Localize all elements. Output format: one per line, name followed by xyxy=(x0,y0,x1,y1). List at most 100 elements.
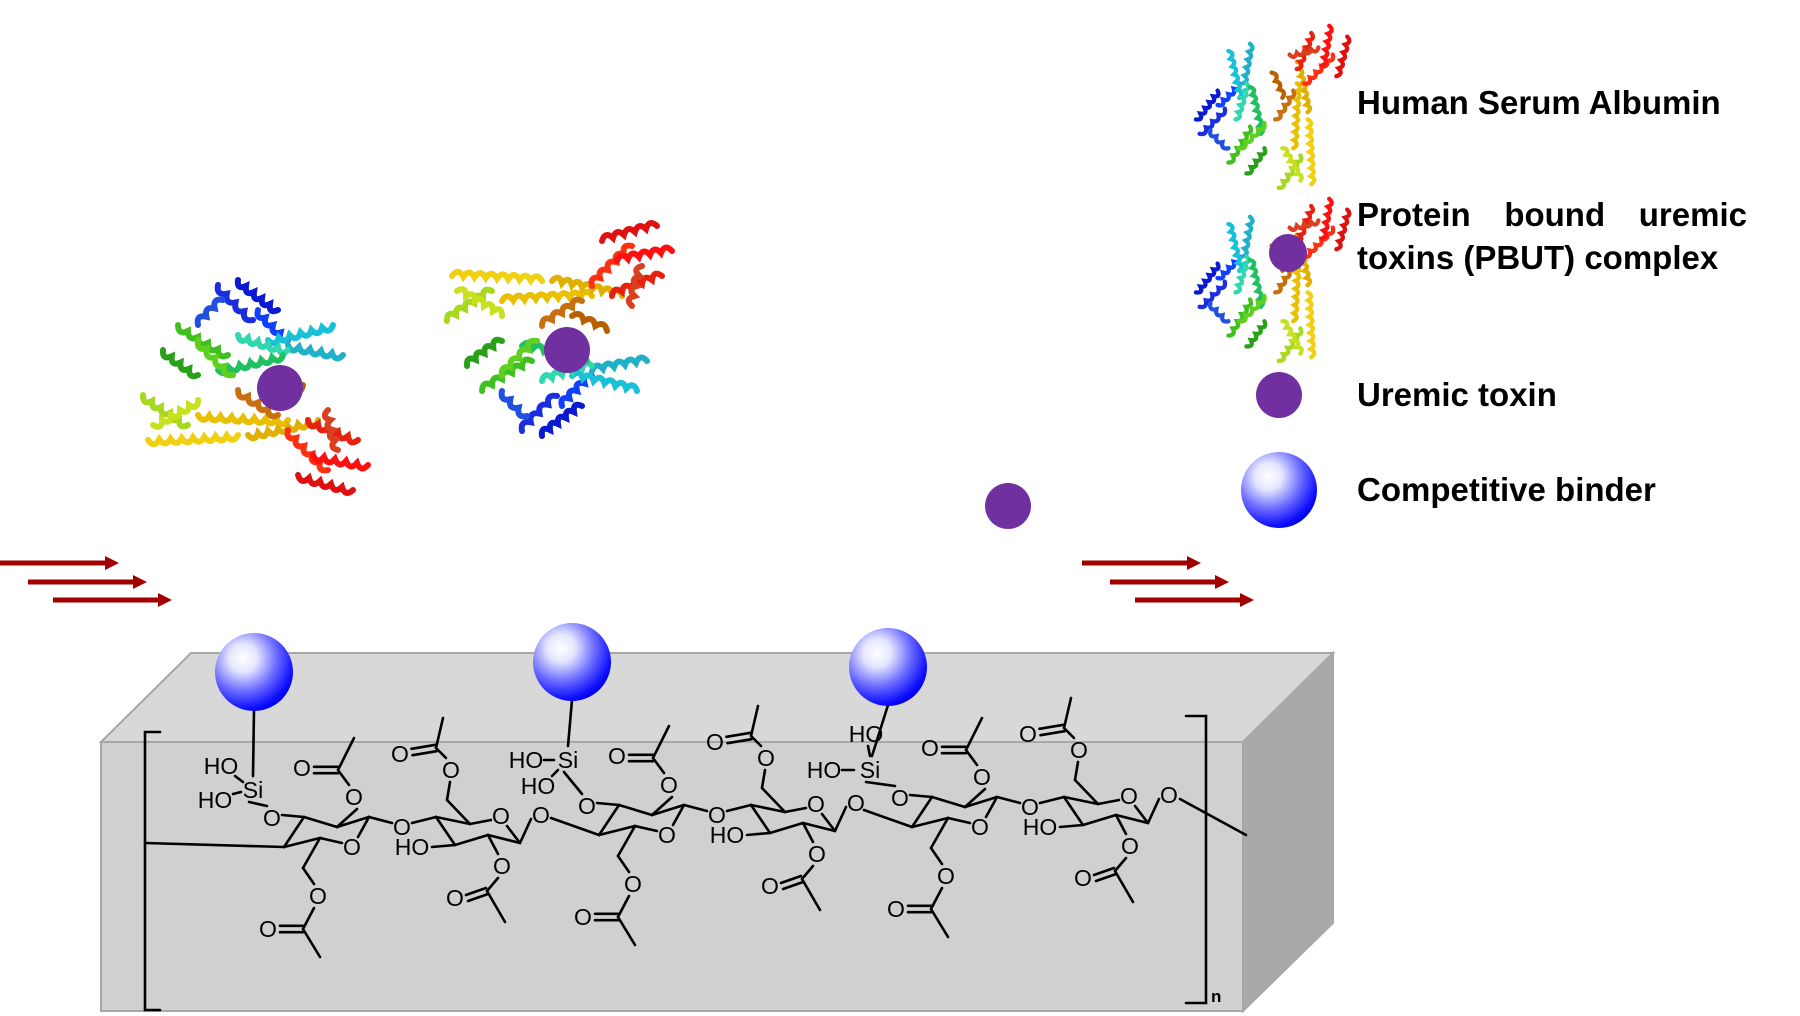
bond xyxy=(800,864,815,881)
ring-oxygen: O xyxy=(807,791,825,817)
bond xyxy=(910,795,934,829)
protein-helix-11 xyxy=(498,337,540,379)
bond xyxy=(929,886,944,911)
double-bond xyxy=(725,731,752,739)
bond xyxy=(562,770,584,796)
flow-arrow-left-3 xyxy=(53,593,172,607)
bond xyxy=(505,824,522,845)
ring-oxygen: O xyxy=(343,834,361,860)
bond xyxy=(430,843,457,849)
bond xyxy=(833,805,848,833)
ester-oxygen: O xyxy=(973,764,991,790)
protein-helix-1 xyxy=(1197,106,1228,137)
double-bond xyxy=(464,886,488,897)
hydroxyl-label: HO xyxy=(395,834,430,860)
carbonyl-oxygen: O xyxy=(446,885,464,911)
hydroxyl-label: HO xyxy=(807,757,842,783)
protein-helix-12 xyxy=(139,392,191,430)
protein-helix-5 xyxy=(265,321,336,347)
binder-linker xyxy=(566,698,574,748)
bond xyxy=(616,854,631,874)
hydroxyl-label: HO xyxy=(1023,814,1058,840)
carbonyl-oxygen: O xyxy=(706,729,724,755)
legend-label-uremic-toxin: Uremic toxin xyxy=(1357,376,1557,413)
bond xyxy=(445,798,472,826)
bond xyxy=(410,815,438,825)
bond xyxy=(301,866,316,886)
protein-helix-10 xyxy=(1247,84,1266,136)
ester-oxygen: O xyxy=(442,757,460,783)
bond xyxy=(301,927,322,959)
protein-helix-21 xyxy=(1319,23,1334,68)
protein-helix-2 xyxy=(1193,88,1221,122)
bond xyxy=(434,716,445,750)
bond xyxy=(910,816,950,829)
bond xyxy=(749,803,787,814)
bond xyxy=(595,801,621,807)
protein-helix-1 xyxy=(1197,279,1228,310)
bond xyxy=(434,815,457,847)
bond xyxy=(282,815,306,849)
carbonyl-oxygen: O xyxy=(293,755,311,781)
double-bond xyxy=(1092,866,1116,877)
competitive-binders xyxy=(215,623,927,711)
protein-helix-3 xyxy=(558,372,595,409)
bond xyxy=(801,821,815,844)
pbut-bound-toxin-1 xyxy=(257,365,303,411)
bond xyxy=(783,806,808,814)
bond xyxy=(486,833,522,845)
ester-oxygen: O xyxy=(937,863,955,889)
bond xyxy=(946,816,972,825)
protein-helix-14 xyxy=(1303,290,1317,360)
glycosidic-oxygen: O xyxy=(393,814,411,840)
double-bond xyxy=(466,892,490,903)
protein-helix-1 xyxy=(214,282,256,324)
protein-helix-5 xyxy=(1226,221,1244,273)
protein-helix-2 xyxy=(538,401,585,439)
legend-pbut-toxin-icon xyxy=(1269,234,1307,272)
legend-label-hsa: Human Serum Albumin xyxy=(1357,84,1721,121)
protein-helix-1 xyxy=(518,392,560,434)
bond xyxy=(760,768,767,790)
bond xyxy=(1096,798,1121,806)
hydroxyl-label: HO xyxy=(521,773,556,799)
bond xyxy=(963,787,987,809)
protein-helix-7 xyxy=(1233,81,1251,122)
bond xyxy=(367,815,394,825)
bond xyxy=(929,816,950,850)
ester-oxygen: O xyxy=(808,841,826,867)
bond xyxy=(801,821,837,833)
bond xyxy=(929,846,944,866)
legend-label-pbut-line1: Protein bound uremic xyxy=(1357,196,1747,233)
protein-helix-7 xyxy=(235,332,291,356)
chain-terminal-bond xyxy=(1178,797,1248,837)
bond xyxy=(651,724,671,760)
carbonyl-oxygen: O xyxy=(608,743,626,769)
carbonyl-oxygen: O xyxy=(887,896,905,922)
bond xyxy=(231,790,243,796)
binder-linker xyxy=(251,708,256,778)
protein-helix-9 xyxy=(1244,319,1268,349)
protein-helix-21 xyxy=(1319,196,1334,241)
double-bond xyxy=(1039,729,1066,737)
bond xyxy=(549,816,601,837)
bond xyxy=(468,818,493,826)
flow-arrows-right xyxy=(1082,556,1254,607)
bond xyxy=(820,812,837,833)
free-uremic-toxin xyxy=(985,483,1031,529)
protein-helix-11 xyxy=(1237,293,1267,324)
bond xyxy=(964,716,984,752)
protein-helix-6 xyxy=(285,341,346,362)
protein-helix-13 xyxy=(1280,319,1304,356)
bond xyxy=(760,786,787,814)
bond xyxy=(336,768,351,787)
protein-helix-11 xyxy=(1237,120,1267,151)
pbut-bound-toxin-2 xyxy=(544,327,590,373)
ester-oxygen: O xyxy=(757,745,775,771)
bond xyxy=(233,774,245,784)
protein-helix-2 xyxy=(1193,261,1221,295)
carbonyl-oxygen: O xyxy=(574,904,592,930)
protein-helix-5 xyxy=(569,369,640,395)
